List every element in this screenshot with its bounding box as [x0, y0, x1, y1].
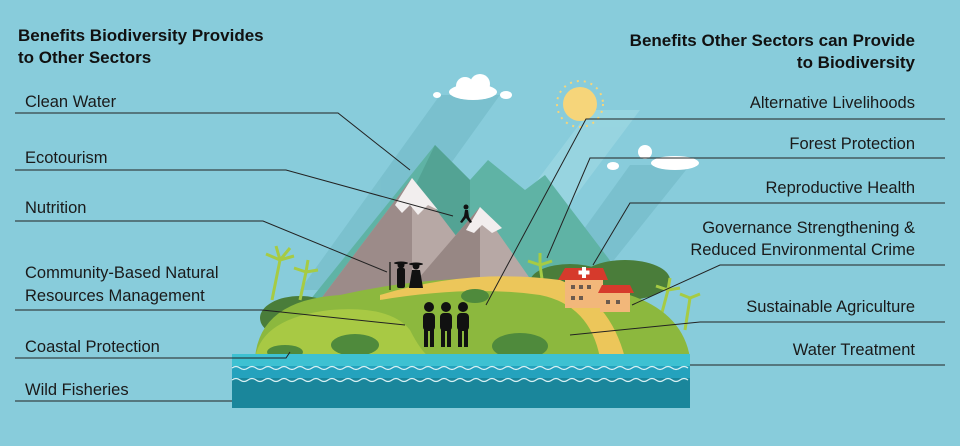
community-people-icon	[423, 302, 469, 347]
right-heading-line: Benefits Other Sectors can Provide	[629, 31, 915, 50]
leader-lines	[15, 112, 945, 402]
label-cbnrm-line1: Community-Based Natural	[25, 264, 219, 282]
label-governance-line2: Reduced Environmental Crime	[690, 241, 915, 259]
farmers-icon	[389, 261, 423, 290]
label-cbnrm-line2: Resources Management	[25, 287, 205, 305]
cloud-icon	[607, 145, 699, 170]
label-wild-fisheries: Wild Fisheries	[25, 381, 129, 399]
medical-cross-icon	[578, 267, 590, 278]
label-water-treatment: Water Treatment	[792, 341, 915, 359]
label-reproductive-health: Reproductive Health	[765, 179, 916, 197]
cloud-icon	[433, 74, 512, 100]
sun-icon	[556, 80, 604, 128]
label-alternative-livelihoods: Alternative Livelihoods	[749, 94, 915, 112]
label-governance-line1: Governance Strengthening &	[702, 219, 915, 237]
label-nutrition: Nutrition	[25, 199, 87, 217]
clinic-building	[558, 267, 634, 312]
label-sustainable-agriculture: Sustainable Agriculture	[746, 298, 915, 316]
hiker-icon	[460, 204, 472, 223]
right-heading-line: to Biodiversity	[796, 53, 915, 72]
label-coastal-protection: Coastal Protection	[25, 338, 160, 356]
label-clean-water: Clean Water	[25, 93, 117, 111]
sea-waves	[231, 354, 690, 408]
right-heading: Benefits Other Sectors can Provide to Bi…	[630, 30, 915, 74]
label-forest-protection: Forest Protection	[789, 135, 915, 153]
left-heading-line: to Other Sectors	[18, 48, 152, 67]
left-heading-line: Benefits Biodiversity Provides	[18, 26, 264, 45]
left-heading: Benefits Biodiversity Provides to Other …	[18, 25, 264, 69]
label-ecotourism: Ecotourism	[25, 149, 108, 167]
